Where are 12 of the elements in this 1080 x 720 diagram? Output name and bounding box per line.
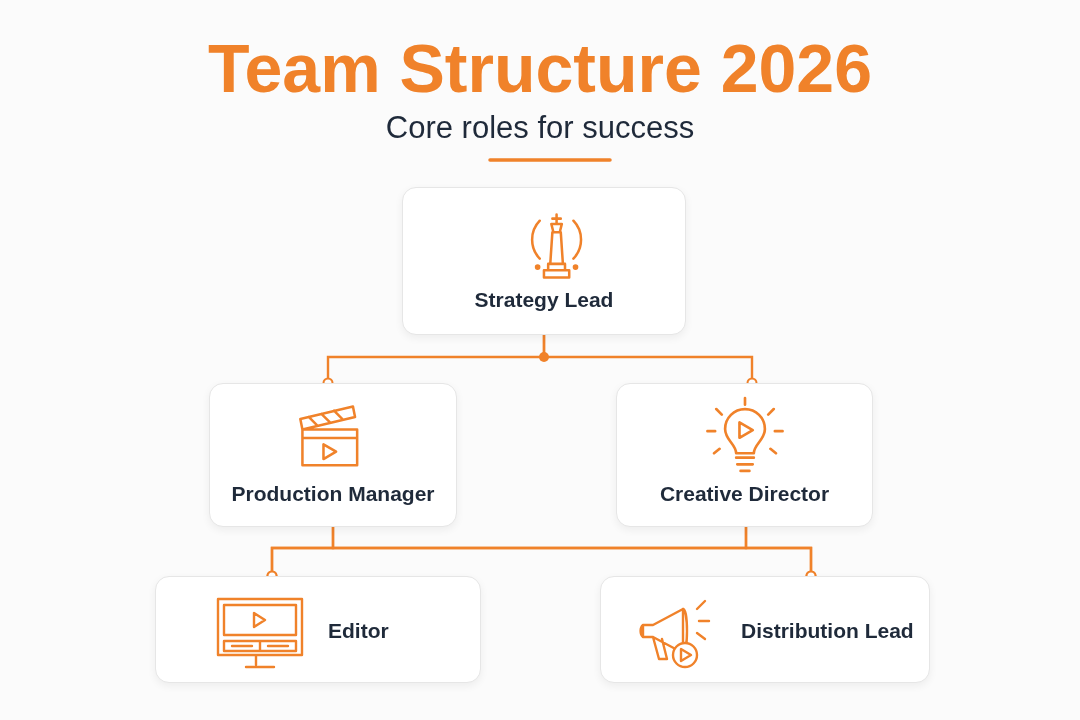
role-card [402, 187, 686, 335]
role-card [209, 383, 457, 527]
title: Team Structure 2026 [207, 29, 873, 108]
role-card [616, 383, 873, 527]
role-card [155, 576, 481, 683]
role-title: Editor [328, 619, 389, 643]
role-title: Strategy Lead [473, 288, 615, 312]
role-card [600, 576, 930, 683]
role-title: Distribution Lead [741, 619, 914, 643]
role-title: Production Manager [230, 482, 436, 506]
role-title: Creative Director [658, 482, 831, 506]
subtitle: Core roles for success [384, 109, 696, 147]
